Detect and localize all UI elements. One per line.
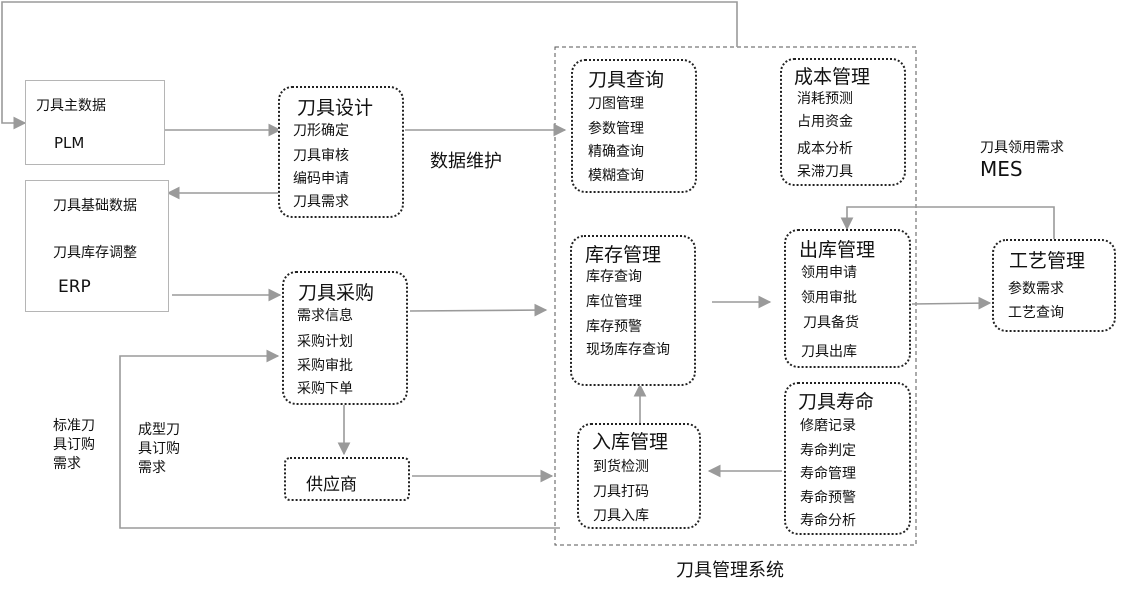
- arrow-system-to-purchase: [119, 349, 560, 529]
- inbound-title: 入库管理: [592, 431, 669, 453]
- cost-item: 成本分析: [797, 141, 853, 157]
- arrow-process-to-outbound: [840, 206, 1055, 239]
- design-item: 刀形确定: [293, 123, 349, 139]
- arrow-outbound-to-process: [911, 296, 992, 310]
- query-item: 刀图管理: [588, 96, 644, 112]
- inventory-item: 库位管理: [586, 294, 642, 310]
- module-supplier: 供应商: [284, 457, 410, 501]
- module-inventory: 库存管理 库存查询 库位管理 库存预警 现场库存查询: [570, 235, 696, 386]
- mes-name: MES: [980, 157, 1023, 181]
- inventory-item: 现场库存查询: [586, 342, 670, 358]
- cost-item: 占用资金: [797, 114, 853, 130]
- query-item: 参数管理: [588, 121, 644, 137]
- module-design: 刀具设计 刀形确定 刀具审核 编码申请 刀具需求: [278, 86, 404, 218]
- purchase-title: 刀具采购: [298, 282, 375, 304]
- outbound-item: 领用审批: [801, 290, 857, 306]
- life-item: 寿命预警: [800, 490, 856, 506]
- erp-line2: 刀具库存调整: [53, 245, 137, 261]
- mes-demand-label: 刀具领用需求: [980, 140, 1064, 156]
- erp-line1: 刀具基础数据: [53, 198, 137, 214]
- module-query: 刀具查询 刀图管理 参数管理 精确查询 模糊查询: [571, 59, 697, 193]
- life-title: 刀具寿命: [798, 391, 875, 413]
- arrow-purchase-to-system: [409, 303, 548, 317]
- inventory-title: 库存管理: [585, 244, 662, 266]
- module-cost: 成本管理 消耗预测 占用资金 成本分析 呆滞刀具: [780, 58, 906, 186]
- query-item: 精确查询: [588, 144, 644, 160]
- cost-item: 消耗预测: [797, 91, 853, 107]
- life-item: 寿命管理: [800, 466, 856, 482]
- erp-box: 刀具基础数据 刀具库存调整 ERP: [25, 180, 169, 312]
- design-title: 刀具设计: [297, 97, 374, 119]
- cost-item: 呆滞刀具: [797, 164, 853, 180]
- inbound-item: 刀具打码: [593, 484, 649, 500]
- outbound-title: 出库管理: [799, 239, 876, 261]
- plm-box: 刀具主数据 PLM: [25, 80, 165, 165]
- design-item: 编码申请: [293, 171, 349, 187]
- process-title: 工艺管理: [1009, 250, 1086, 272]
- label-formed-demand: 成型刀具订购需求: [138, 422, 180, 476]
- label-standard-demand: 标准刀具订购需求: [53, 418, 95, 472]
- purchase-item: 需求信息: [297, 308, 353, 324]
- arrow-system-to-plm: [1, 1, 738, 130]
- system-name-label: 刀具管理系统: [676, 560, 784, 581]
- cost-title: 成本管理: [794, 66, 871, 88]
- erp-name: ERP: [58, 277, 91, 297]
- label-data-maintenance: 数据维护: [430, 151, 502, 172]
- life-item: 修磨记录: [800, 418, 856, 434]
- design-item: 刀具需求: [293, 194, 349, 210]
- life-item: 寿命分析: [800, 513, 856, 529]
- design-item: 刀具审核: [293, 148, 349, 164]
- process-item: 工艺查询: [1008, 305, 1064, 321]
- module-outbound: 出库管理 领用申请 领用审批 刀具备货 刀具出库: [784, 229, 911, 368]
- purchase-item: 采购计划: [297, 334, 353, 350]
- outbound-item: 领用申请: [801, 265, 857, 281]
- module-inbound: 入库管理 到货检测 刀具打码 刀具入库: [577, 423, 701, 529]
- outbound-item: 刀具备货: [803, 315, 859, 331]
- module-process: 工艺管理 参数需求 工艺查询: [992, 239, 1116, 332]
- plm-title: 刀具主数据: [36, 98, 106, 114]
- system-boundary: [554, 46, 917, 546]
- supplier-title: 供应商: [306, 475, 357, 495]
- plm-name: PLM: [54, 134, 85, 152]
- inventory-item: 库存预警: [586, 319, 642, 335]
- inbound-item: 刀具入库: [593, 508, 649, 524]
- query-title: 刀具查询: [588, 69, 665, 91]
- purchase-item: 采购下单: [297, 381, 353, 397]
- inventory-item: 库存查询: [586, 269, 642, 285]
- life-item: 寿命判定: [800, 443, 856, 459]
- process-item: 参数需求: [1008, 281, 1064, 297]
- purchase-item: 采购审批: [297, 358, 353, 374]
- module-life: 刀具寿命 修磨记录 寿命判定 寿命管理 寿命预警 寿命分析: [784, 382, 911, 535]
- query-item: 模糊查询: [588, 168, 644, 184]
- module-purchase: 刀具采购 需求信息 采购计划 采购审批 采购下单: [282, 271, 408, 405]
- outbound-item: 刀具出库: [801, 344, 857, 360]
- inbound-item: 到货检测: [593, 459, 649, 475]
